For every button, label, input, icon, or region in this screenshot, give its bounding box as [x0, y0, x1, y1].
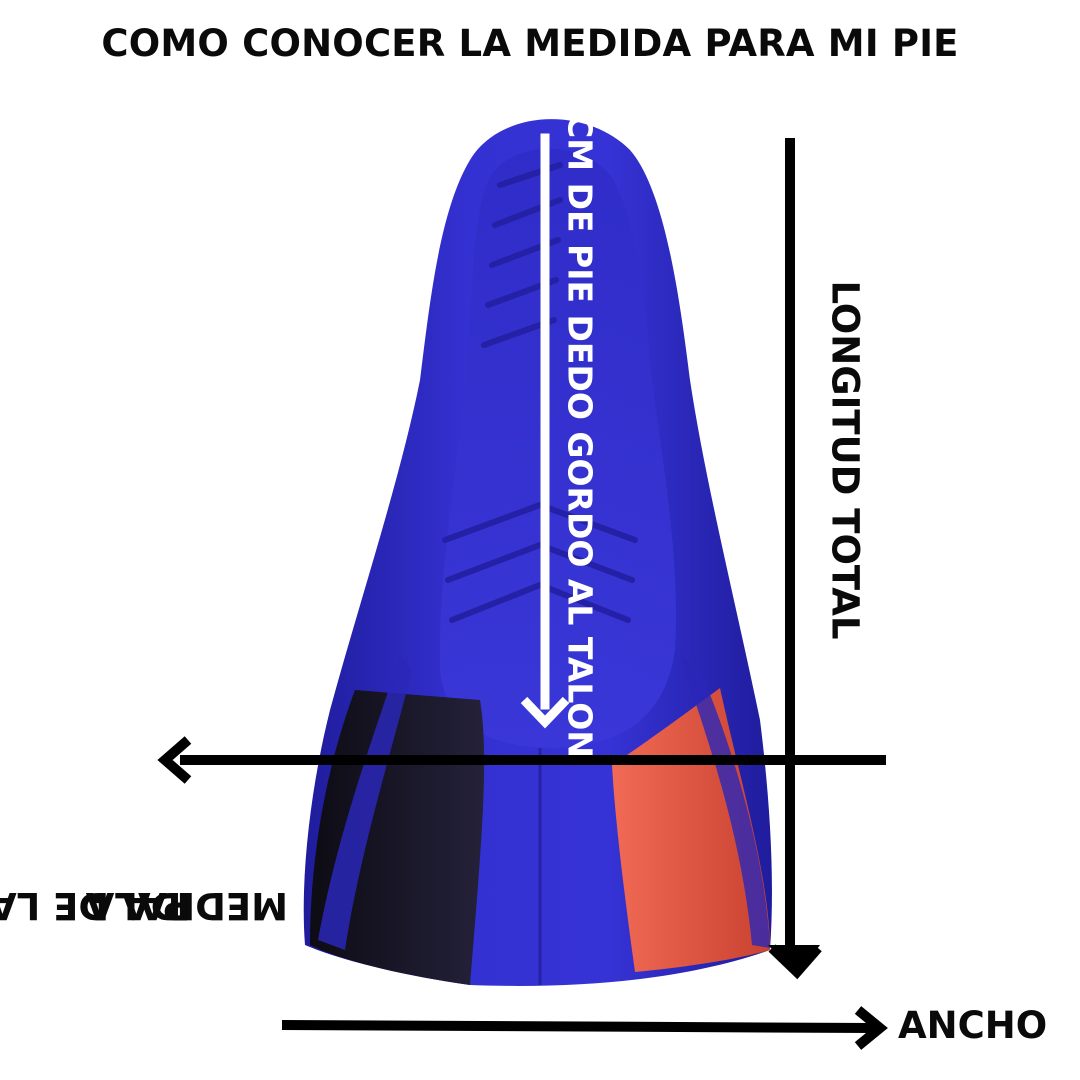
arrow-down-icon	[520, 696, 570, 729]
foot-length-arrow	[520, 133, 570, 729]
blade-label-line2: PALA	[85, 884, 191, 927]
arrow-right-icon	[854, 1006, 888, 1050]
width-arrow	[281, 1006, 888, 1050]
fin-right-rail	[680, 655, 770, 948]
fin-left-rail	[318, 655, 412, 950]
total-length-arrow	[768, 138, 822, 980]
width-label: ANCHO	[898, 1004, 1048, 1047]
arrow-left-icon	[157, 736, 192, 784]
blade-measure-arrow	[157, 736, 886, 784]
page-title: COMO CONOCER LA MEDIDA PARA MI PIE	[101, 22, 959, 65]
fin-ridges-lower	[442, 501, 638, 623]
swim-fin-image	[303, 119, 772, 986]
